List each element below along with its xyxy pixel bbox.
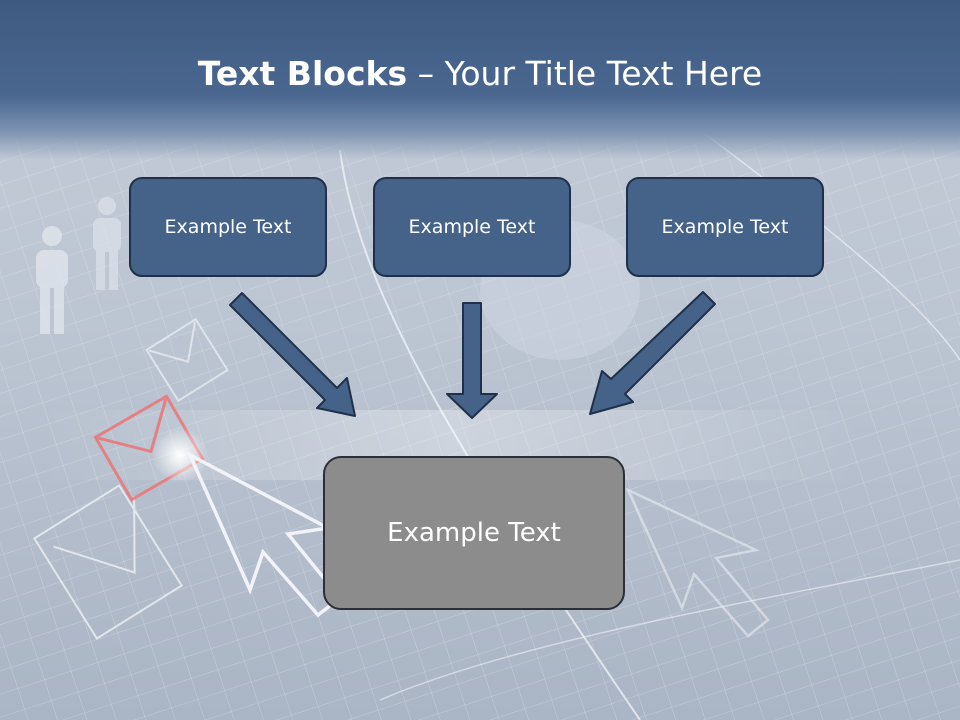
envelope-icon [32,484,184,640]
text-block-label: Example Text [164,216,292,238]
arrow-down-left-icon [589,291,716,415]
person-icon [93,197,121,290]
slide-title: Text Blocks – Your Title Text Here [0,54,960,93]
text-block-3[interactable]: Example Text [626,177,824,277]
cursor-arrow-icon [186,451,343,618]
person-icon [36,226,68,334]
main-text-block-label: Example Text [387,518,561,548]
arrow-down-right-icon [229,292,356,417]
title-rest: Your Title Text Here [444,54,763,93]
title-separator: – [407,54,445,93]
light-glow [152,427,208,483]
cursor-arrow-icon [625,487,770,638]
main-text-block[interactable]: Example Text [323,456,625,610]
envelope-icon [145,317,229,403]
curve-line [379,559,960,701]
title-band [0,0,960,160]
title-bold: Text Blocks [197,54,408,93]
arrow-down-icon [446,302,498,419]
curve-line [339,149,641,720]
text-block-2[interactable]: Example Text [373,177,571,277]
text-block-label: Example Text [661,216,789,238]
text-block-label: Example Text [408,216,536,238]
curve-line [699,129,960,361]
text-block-1[interactable]: Example Text [129,177,327,277]
